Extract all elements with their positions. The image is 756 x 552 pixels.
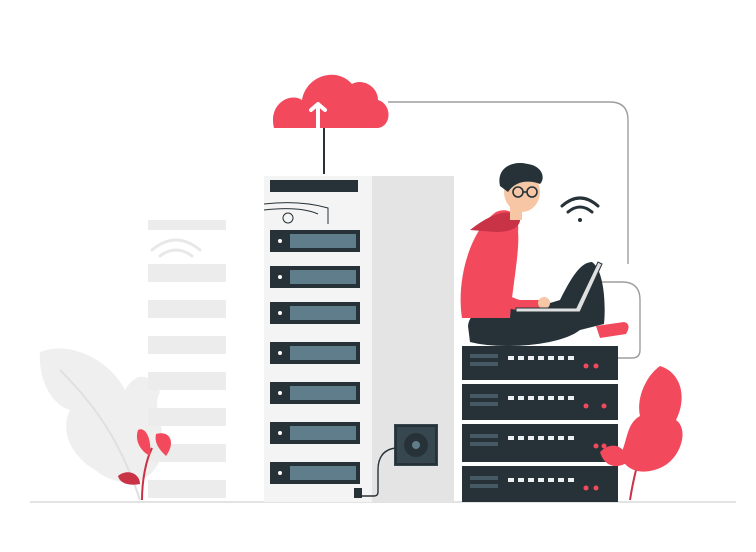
network-cable-2 (600, 281, 641, 359)
wifi-icon (560, 196, 600, 222)
network-cable (388, 101, 629, 264)
cloud-upload-icon (272, 74, 389, 174)
person-with-laptop (460, 162, 629, 346)
ghost-server-rack (148, 220, 226, 498)
ghost-wifi-icon (150, 238, 202, 258)
laptop (515, 261, 603, 313)
network-switch-stack (462, 346, 618, 502)
power-supply-box (362, 424, 438, 497)
red-plant-left (118, 429, 171, 501)
red-plant-right (600, 366, 683, 501)
